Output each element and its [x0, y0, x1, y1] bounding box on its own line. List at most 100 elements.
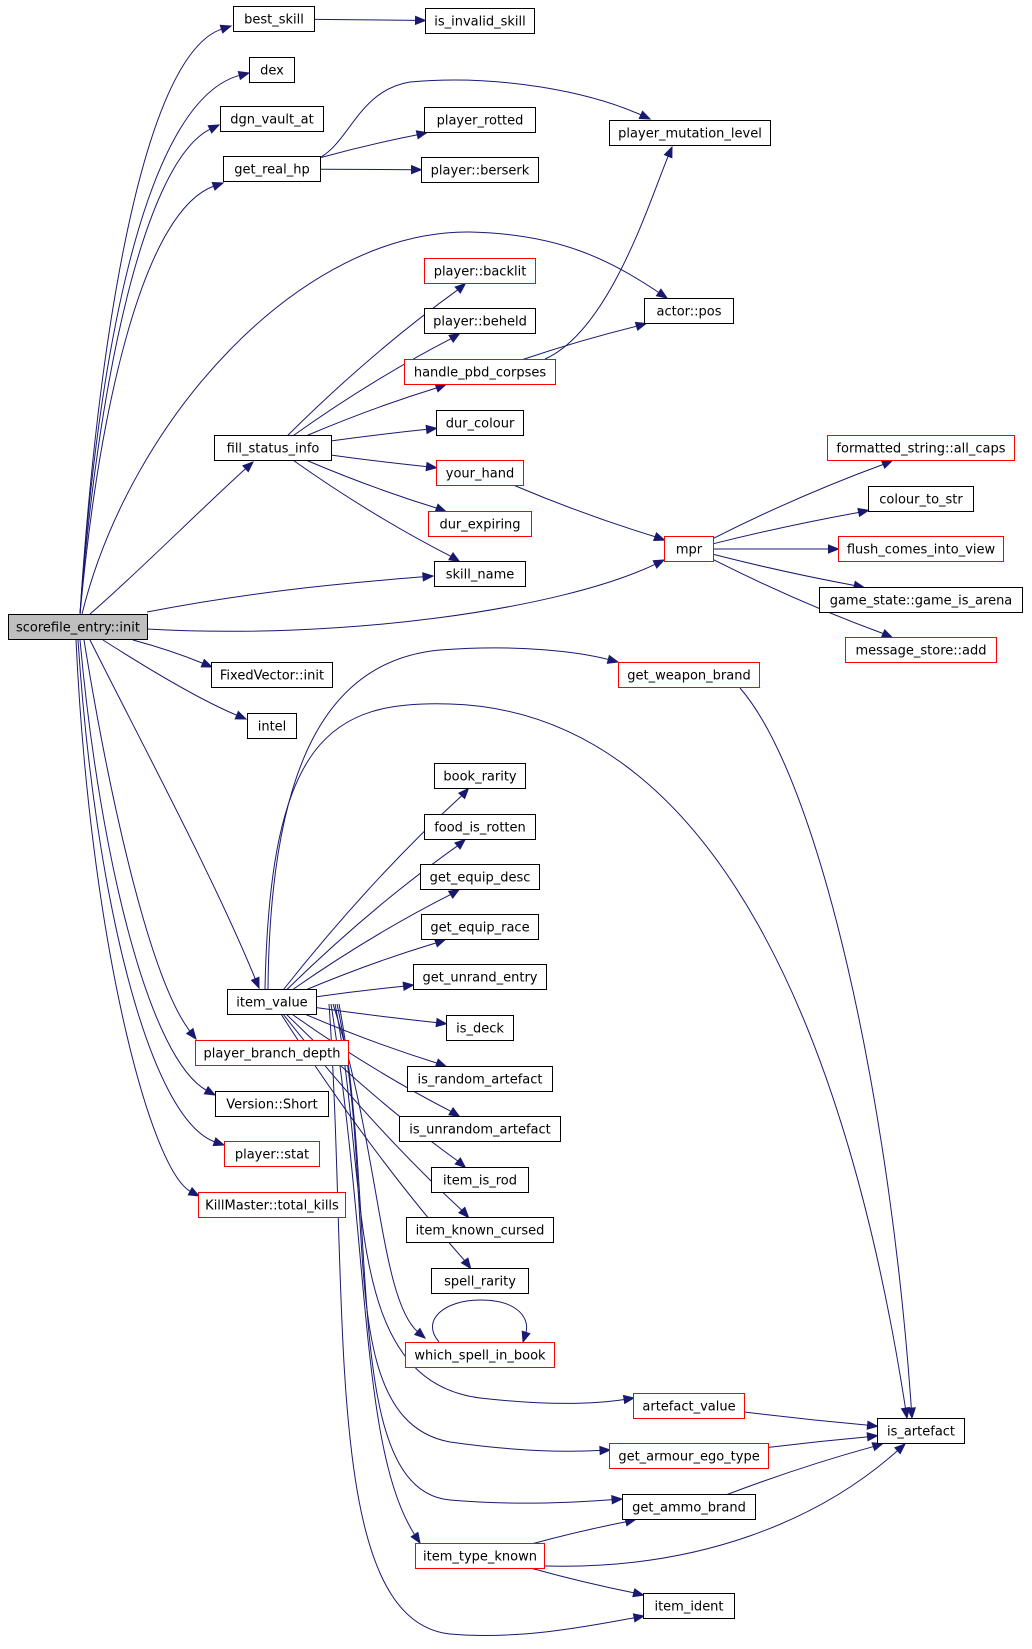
node-player-branch-depth-box [195, 1040, 349, 1066]
edge-item-value-to-item-type-known-arrowhead [410, 1531, 421, 1545]
node-player-beheld-box [424, 308, 536, 334]
node-is-unrandom-artefact[interactable]: is_unrandom_artefact [399, 1116, 561, 1142]
node-game-state-game-is-arena-label: game_state::game_is_arena [830, 594, 1013, 609]
node-killmaster-total-kills[interactable]: KillMaster::total_kills [198, 1192, 346, 1218]
edge-item-value-to-get-weapon-brand [267, 647, 620, 990]
node-player-branch-depth[interactable]: player_branch_depth [195, 1040, 349, 1066]
node-food-is-rotten[interactable]: food_is_rotten [424, 814, 536, 840]
node-flush-comes-into-view-box [838, 536, 1004, 562]
node-dur-expiring[interactable]: dur_expiring [428, 511, 532, 537]
node-player-beheld[interactable]: player::beheld [424, 308, 536, 334]
edge-scorefile-entry-init-to-intel-arrowhead [234, 710, 248, 720]
node-player-mutation-level[interactable]: player_mutation_level [609, 120, 771, 146]
node-is-random-artefact[interactable]: is_random_artefact [407, 1066, 553, 1092]
edge-item-value-to-artefact-value-line [334, 1003, 626, 1404]
node-fixedvector-init[interactable]: FixedVector::init [211, 662, 333, 688]
node-artefact-value[interactable]: artefact_value [633, 1393, 745, 1419]
edge-fill-status-info-to-skill-name [293, 460, 461, 563]
edge-scorefile-entry-init-to-fixedvector-init-line [132, 639, 204, 665]
node-get-unrand-entry-label: get_unrand_entry [422, 971, 537, 986]
node-game-state-game-is-arena[interactable]: game_state::game_is_arena [819, 587, 1023, 613]
node-is-deck[interactable]: is_deck [446, 1015, 514, 1041]
node-dex[interactable]: dex [249, 57, 295, 83]
node-version-short[interactable]: Version::Short [215, 1091, 329, 1117]
node-artefact-value-label: artefact_value [642, 1400, 735, 1415]
node-player-stat[interactable]: player::stat [224, 1141, 320, 1167]
node-item-known-cursed[interactable]: item_known_cursed [406, 1217, 554, 1243]
edge-scorefile-entry-init-to-killmaster-total-kills-line [75, 639, 192, 1193]
node-message-store-add-label: message_store::add [855, 644, 986, 659]
node-intel[interactable]: intel [247, 713, 297, 739]
edge-item-value-to-get-ammo-brand-line [338, 1003, 614, 1504]
edge-scorefile-entry-init-to-item-value-arrowhead [250, 976, 260, 990]
node-fill-status-info-label: fill_status_info [227, 442, 320, 457]
node-get-weapon-brand[interactable]: get_weapon_brand [618, 662, 760, 688]
node-actor-pos[interactable]: actor::pos [644, 298, 734, 324]
edge-mpr-to-colour-to-str [713, 507, 870, 545]
node-get-equip-desc[interactable]: get_equip_desc [420, 864, 540, 890]
node-fill-status-info[interactable]: fill_status_info [214, 435, 332, 461]
edge-scorefile-entry-init-to-player-branch-depth-line [83, 639, 191, 1033]
node-skill-name[interactable]: skill_name [434, 561, 526, 587]
edge-get-real-hp-to-player-mutation-level-line [320, 79, 643, 158]
edge-item-value-to-is-unrandom-artefact [292, 1014, 461, 1118]
edge-item-value-to-which-spell-in-book [332, 1003, 427, 1339]
node-colour-to-str[interactable]: colour_to_str [868, 486, 974, 512]
node-item-type-known[interactable]: item_type_known [415, 1543, 545, 1569]
node-is-invalid-skill[interactable]: is_invalid_skill [425, 8, 535, 34]
edge-your-hand-to-mpr-line [514, 485, 657, 538]
edge-item-value-to-is-random-artefact-line [305, 1014, 438, 1064]
node-item-value[interactable]: item_value [227, 989, 317, 1015]
node-dgn-vault-at[interactable]: dgn_vault_at [220, 106, 324, 132]
node-colour-to-str-label: colour_to_str [879, 493, 963, 508]
edge-fill-status-info-to-handle-pbd-corpses-arrowhead [434, 383, 448, 393]
node-which-spell-in-book[interactable]: which_spell_in_book [405, 1342, 555, 1368]
edge-handle-pbd-corpses-to-actor-pos-line [522, 325, 638, 360]
edge-item-value-to-get-unrand-entry-arrowhead [402, 981, 415, 991]
node-player-rotted[interactable]: player_rotted [424, 107, 536, 133]
node-item-ident[interactable]: item_ident [643, 1593, 735, 1619]
node-food-is-rotten-box [424, 814, 536, 840]
node-get-equip-desc-label: get_equip_desc [430, 871, 531, 886]
node-spell-rarity[interactable]: spell_rarity [431, 1268, 529, 1294]
edge-item-value-to-item-ident-line [328, 1003, 636, 1636]
node-player-berserk[interactable]: player::berserk [421, 157, 539, 183]
node-get-equip-race[interactable]: get_equip_race [421, 914, 539, 940]
edge-scorefile-entry-init-to-best-skill-arrowhead [219, 24, 233, 34]
node-item-is-rod[interactable]: item_is_rod [431, 1167, 529, 1193]
edge-scorefile-entry-init-to-intel [102, 639, 248, 720]
edge-get-ammo-brand-to-is-artefact-line [727, 1445, 875, 1495]
node-best-skill[interactable]: best_skill [233, 6, 315, 32]
node-player-stat-label: player::stat [235, 1148, 309, 1163]
node-formatted-string-all-caps[interactable]: formatted_string::all_caps [827, 435, 1015, 461]
node-is-unrandom-artefact-box [399, 1116, 561, 1142]
edge-artefact-value-to-is-artefact-arrowhead [866, 1420, 879, 1430]
node-flush-comes-into-view[interactable]: flush_comes_into_view [838, 536, 1004, 562]
edge-scorefile-entry-init-to-player-stat-line [77, 639, 216, 1143]
node-get-equip-race-box [421, 914, 539, 940]
edge-mpr-to-game-state-game-is-arena-line [713, 553, 856, 587]
edge-item-value-to-is-deck-line [316, 1007, 438, 1024]
node-get-armour-ego-type[interactable]: get_armour_ego_type [609, 1443, 769, 1469]
node-book-rarity[interactable]: book_rarity [434, 763, 526, 789]
node-player-backlit-label: player::backlit [434, 265, 527, 280]
edge-fill-status-info-to-your-hand-arrowhead [425, 461, 438, 472]
edge-item-value-to-food-is-rotten-arrowhead [454, 838, 467, 850]
node-message-store-add[interactable]: message_store::add [845, 637, 997, 663]
node-handle-pbd-corpses[interactable]: handle_pbd_corpses [404, 359, 556, 385]
edge-item-value-to-get-weapon-brand-arrowhead [606, 654, 620, 664]
node-get-real-hp[interactable]: get_real_hp [223, 156, 321, 182]
node-fixedvector-init-box [211, 662, 333, 688]
node-get-unrand-entry[interactable]: get_unrand_entry [413, 964, 547, 990]
node-get-ammo-brand[interactable]: get_ammo_brand [622, 1494, 756, 1520]
node-fill-status-info-box [214, 435, 332, 461]
node-dur-colour[interactable]: dur_colour [436, 410, 524, 436]
edge-scorefile-entry-init-to-version-short-line [79, 639, 208, 1092]
node-player-backlit[interactable]: player::backlit [424, 258, 536, 284]
edge-get-weapon-brand-to-is-artefact-arrowhead [906, 1407, 917, 1420]
node-your-hand[interactable]: your_hand [436, 460, 524, 486]
node-mpr[interactable]: mpr [664, 536, 714, 562]
node-is-artefact[interactable]: is_artefact [877, 1418, 965, 1444]
node-food-is-rotten-label: food_is_rotten [434, 821, 526, 836]
edge-mpr-to-formatted-string-all-caps [713, 459, 894, 539]
